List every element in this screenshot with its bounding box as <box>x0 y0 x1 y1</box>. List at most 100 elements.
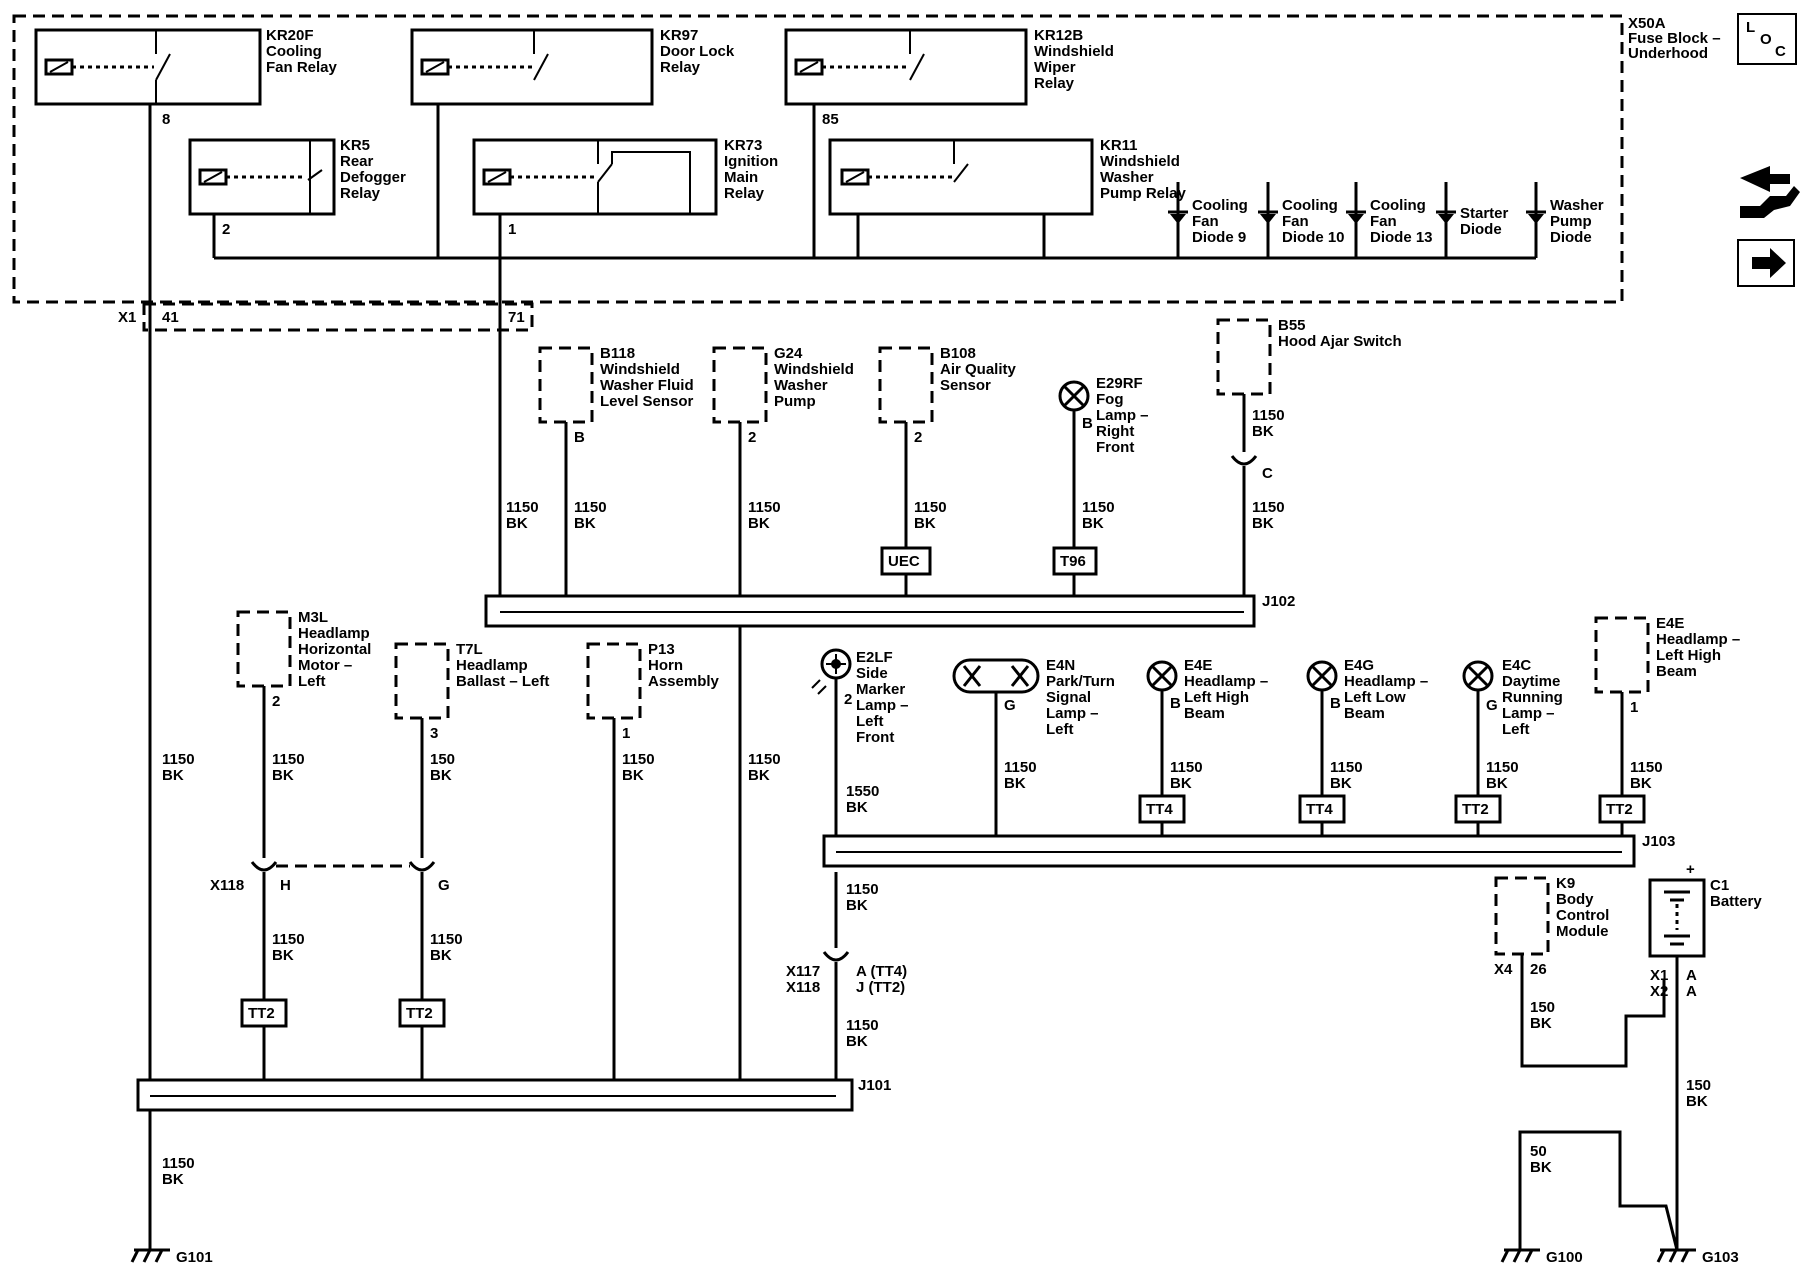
svg-text:G100: G100 <box>1546 1249 1583 1266</box>
svg-text:Washer: Washer <box>1550 197 1604 214</box>
svg-text:B: B <box>1170 695 1181 712</box>
component-e4e-left-high-beam: TT4 E4E Headlamp – Left High Beam B 1150… <box>1138 657 1268 850</box>
svg-text:2: 2 <box>222 221 230 238</box>
svg-text:Running: Running <box>1502 689 1563 706</box>
svg-text:E4E: E4E <box>1184 657 1212 674</box>
svg-text:E29RF: E29RF <box>1096 375 1143 392</box>
svg-text:E2LF: E2LF <box>856 649 893 666</box>
svg-text:X4: X4 <box>1494 961 1513 978</box>
svg-text:KR73: KR73 <box>724 137 762 154</box>
tag-tt4-e4e <box>1138 794 1186 824</box>
svg-text:G101: G101 <box>176 1249 213 1266</box>
svg-text:Washer: Washer <box>774 377 828 394</box>
svg-text:TT2: TT2 <box>248 1005 275 1022</box>
svg-text:BK: BK <box>1170 775 1192 792</box>
tag-tt4-e4g <box>1298 794 1346 824</box>
svg-text:150: 150 <box>1530 999 1555 1016</box>
svg-text:Beam: Beam <box>1656 663 1697 680</box>
ground-g103: G103 <box>1656 1248 1739 1266</box>
svg-text:Cooling: Cooling <box>1370 197 1426 214</box>
svg-text:Rear: Rear <box>340 153 374 170</box>
svg-text:E4G: E4G <box>1344 657 1374 674</box>
tools-icon[interactable] <box>1740 166 1800 218</box>
svg-text:BK: BK <box>846 799 868 816</box>
svg-text:X2: X2 <box>1650 983 1668 1000</box>
svg-text:Relay: Relay <box>660 59 701 76</box>
svg-text:B: B <box>574 429 585 446</box>
svg-text:Signal: Signal <box>1046 689 1091 706</box>
svg-text:Horn: Horn <box>648 657 683 674</box>
wire-g100 <box>1518 1130 1679 1251</box>
next-page-icon[interactable] <box>1737 239 1795 287</box>
svg-text:1150: 1150 <box>1082 499 1115 516</box>
svg-text:H: H <box>280 877 291 894</box>
svg-text:1: 1 <box>1630 699 1638 716</box>
svg-text:Headlamp –: Headlamp – <box>1344 673 1428 690</box>
svg-text:Diode: Diode <box>1460 221 1502 238</box>
svg-text:C1: C1 <box>1710 877 1729 894</box>
svg-text:BK: BK <box>1004 775 1026 792</box>
svg-text:TT2: TT2 <box>406 1005 433 1022</box>
svg-text:1150: 1150 <box>1630 759 1663 776</box>
svg-text:T7L: T7L <box>456 641 483 658</box>
component-e2lf-side-marker: E2LF Side Marker Lamp – Left Front 2 155… <box>811 648 909 1092</box>
svg-text:J102: J102 <box>1262 593 1295 610</box>
svg-text:E4E: E4E <box>1656 615 1684 632</box>
svg-text:1150: 1150 <box>1004 759 1037 776</box>
svg-text:Right: Right <box>1096 423 1134 440</box>
tag-tt2-e4e <box>1598 794 1646 824</box>
ground-g101: G101 <box>130 1248 213 1266</box>
svg-text:BK: BK <box>1530 1015 1552 1032</box>
svg-text:BK: BK <box>622 767 644 784</box>
svg-text:Windshield: Windshield <box>774 361 854 378</box>
tag-tt2-x118-g <box>398 998 446 1028</box>
svg-text:1: 1 <box>622 725 630 742</box>
svg-text:Lamp –: Lamp – <box>1502 705 1555 722</box>
svg-text:BK: BK <box>162 767 184 784</box>
svg-text:X118: X118 <box>210 877 244 894</box>
svg-text:Pump: Pump <box>774 393 816 410</box>
svg-text:K9: K9 <box>1556 875 1575 892</box>
locator-icon[interactable]: L O C <box>1737 13 1797 65</box>
svg-text:BK: BK <box>272 947 294 964</box>
svg-text:Cooling: Cooling <box>1192 197 1248 214</box>
component-m3l: TT2 M3L Headlamp Horizontal Motor – Left… <box>236 609 371 1092</box>
svg-text:BK: BK <box>1686 1093 1708 1110</box>
component-e4e-left-high-beam-2: TT2 E4E Headlamp – Left High Beam 1 1150… <box>1594 615 1740 850</box>
svg-text:TT2: TT2 <box>1462 801 1489 818</box>
component-e4n-park-turn: E4N Park/Turn Signal Lamp – Left G 1150 … <box>952 657 1115 850</box>
svg-text:BK: BK <box>846 897 868 914</box>
svg-text:Fan: Fan <box>1282 213 1309 230</box>
component-e4g-left-low-beam: TT4 E4G Headlamp – Left Low Beam B 1150 … <box>1298 657 1428 850</box>
svg-text:1150: 1150 <box>272 751 305 768</box>
svg-text:2: 2 <box>748 429 756 446</box>
svg-text:1150: 1150 <box>162 1155 195 1172</box>
svg-text:A (TT4): A (TT4) <box>856 963 907 980</box>
svg-text:+: + <box>1686 861 1695 878</box>
svg-text:BK: BK <box>1630 775 1652 792</box>
svg-text:3: 3 <box>430 725 438 742</box>
svg-text:X117: X117 <box>786 963 820 980</box>
svg-text:E4C: E4C <box>1502 657 1531 674</box>
svg-text:BK: BK <box>1330 775 1352 792</box>
relay-kr11: KR11 Windshield Washer Pump Relay <box>828 137 1187 216</box>
diode-washer-pump: Washer Pump Diode <box>1526 182 1604 258</box>
component-k9-bcm: K9 Body Control Module X4 26 150 BK <box>1494 875 1666 1068</box>
svg-text:1150: 1150 <box>846 881 879 898</box>
svg-text:C: C <box>1262 465 1273 482</box>
svg-text:BK: BK <box>914 515 936 532</box>
svg-text:G: G <box>1004 697 1016 714</box>
svg-text:Starter: Starter <box>1460 205 1509 222</box>
svg-text:1150: 1150 <box>272 931 305 948</box>
svg-text:71: 71 <box>508 309 525 326</box>
diode-cooling-fan-13: Cooling Fan Diode 13 <box>1346 182 1433 258</box>
svg-text:Side: Side <box>856 665 888 682</box>
component-b118: B118 Windshield Washer Fluid Level Senso… <box>538 345 694 608</box>
fuse-block-name-2: Underhood <box>1628 45 1708 62</box>
relay-kr97: KR97 Door Lock Relay <box>410 27 735 106</box>
svg-text:Left: Left <box>1046 721 1074 738</box>
svg-text:J101: J101 <box>858 1077 891 1094</box>
diode-cooling-fan-9: Cooling Fan Diode 9 <box>1168 182 1248 258</box>
svg-text:1150: 1150 <box>1252 407 1285 424</box>
svg-text:B55: B55 <box>1278 317 1306 334</box>
